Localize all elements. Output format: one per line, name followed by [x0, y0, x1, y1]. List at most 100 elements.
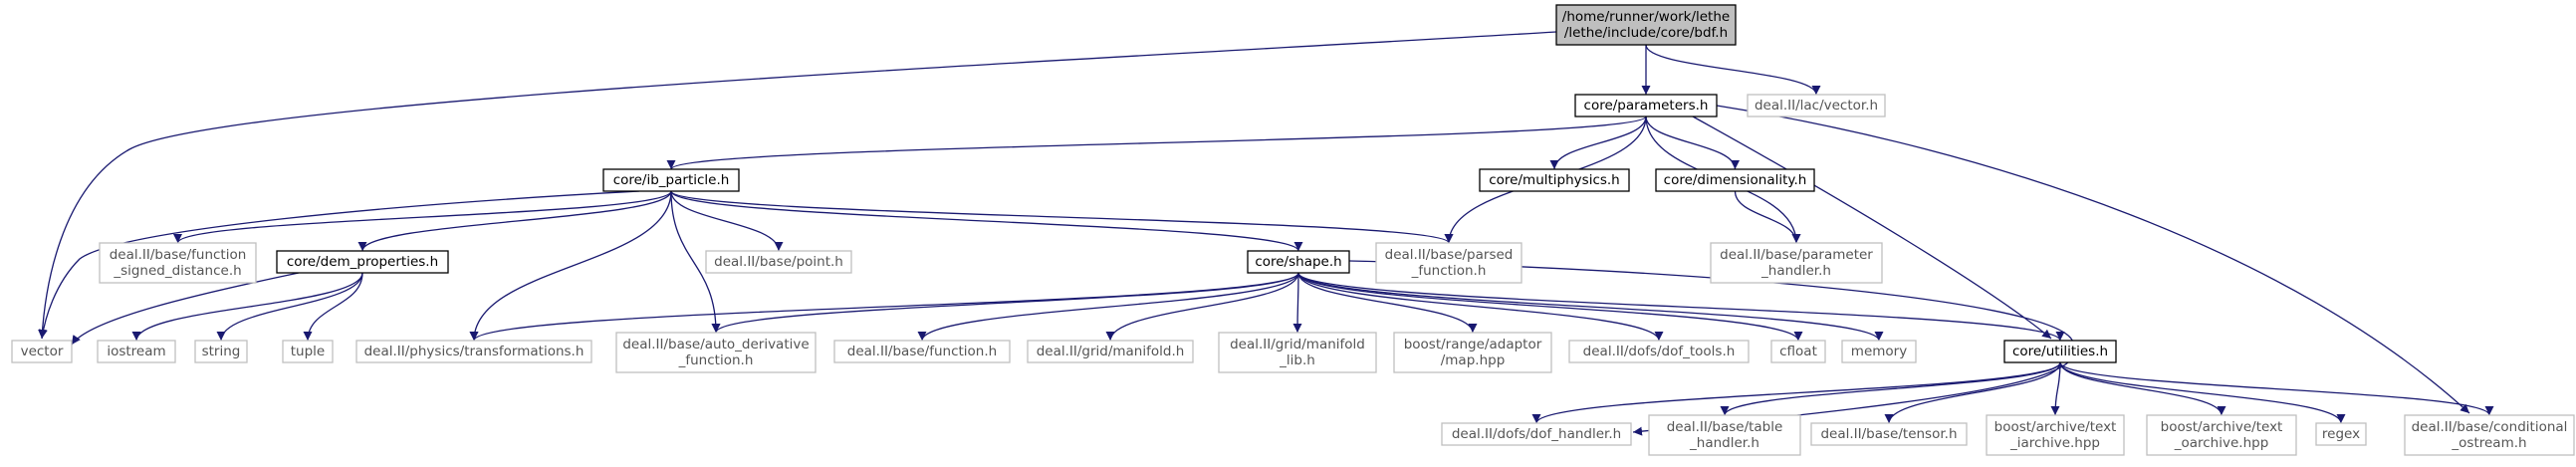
edge-ib_particle-to-func_sd [173, 190, 672, 244]
node-manifold: deal.II/grid/manifold.h [1027, 340, 1194, 363]
node-label: core/ib_particle.h [613, 172, 730, 188]
node-label: deal.II/base/parameter [1720, 247, 1873, 263]
node-box [1441, 422, 1632, 446]
node-box [602, 168, 740, 192]
edge-parameters-to-dimensionality [1645, 116, 1740, 170]
node-label: core/dimensionality.h [1664, 172, 1807, 188]
node-label: _handler.h [1760, 263, 1831, 279]
node-multiphysics[interactable]: core/multiphysics.h [1479, 168, 1630, 192]
node-label: regex [2322, 426, 2360, 442]
node-box [1747, 94, 1886, 117]
node-label: deal.II/physics/transformations.h [364, 344, 585, 359]
node-cfloat: cfloat [1770, 340, 1826, 363]
edge-ib_particle-to-dem_properties [357, 190, 672, 252]
node-box [194, 340, 248, 363]
node-dem-properties[interactable]: core/dem_properties.h [276, 250, 449, 274]
edge-utilities-to-tensor [1884, 361, 2061, 424]
node-tuple: tuple [282, 340, 334, 363]
edge-ib_particle-to-parsed_function [670, 190, 1454, 244]
node-dof-handler: deal.II/dofs/dof_handler.h [1441, 422, 1632, 446]
edge-ib_particle-to-shape [670, 190, 1303, 252]
edge-dem_properties-to-string [216, 272, 363, 342]
edge-utilities-to-cond_ostream [2059, 361, 2494, 416]
node-label: /home/runner/work/lethe [1562, 9, 1730, 25]
node-param-handler: deal.II/base/parameter_handler.h [1710, 242, 1883, 284]
node-box [2003, 340, 2117, 363]
node-label: boost/archive/text [1994, 419, 2117, 435]
edge-utilities-to-dof_handler [1531, 361, 2061, 424]
node-label: core/shape.h [1255, 254, 1341, 270]
node-box [1393, 332, 1552, 373]
node-label: core/dem_properties.h [287, 254, 438, 270]
node-label: deal.II/base/parsed [1385, 247, 1514, 263]
node-box [282, 340, 334, 363]
node-function: deal.II/base/function.h [833, 340, 1011, 363]
edge-shape-to-manifold [1105, 272, 1299, 342]
node-label: deal.II/grid/manifold [1230, 337, 1365, 352]
node-label: _handler.h [1689, 435, 1759, 451]
node-label: deal.II/lac/vector.h [1755, 98, 1878, 114]
header-nodes: /home/runner/work/lethe/lethe/include/co… [11, 4, 2575, 456]
node-transformations: deal.II/physics/transformations.h [355, 340, 592, 363]
node-label: core/utilities.h [2012, 344, 2108, 359]
edge-shape-to-dof_tools [1297, 272, 1664, 342]
edge-utilities-to-regex [2059, 361, 2346, 424]
edge-shape-to-manifold_lib [1292, 272, 1302, 334]
node-label: deal.II/base/function [110, 247, 247, 263]
node-label: iostream [107, 344, 165, 359]
node-iostream: iostream [97, 340, 176, 363]
node-box [1770, 340, 1826, 363]
node-box [97, 340, 176, 363]
node-utilities[interactable]: core/utilities.h [2003, 340, 2117, 363]
edge-ib_particle-to-auto_deriv [670, 190, 721, 334]
node-manifold-lib: deal.II/grid/manifold_lib.h [1218, 332, 1377, 373]
node-boost-map: boost/range/adaptor/map.hpp [1393, 332, 1552, 373]
node-parameters[interactable]: core/parameters.h [1574, 94, 1718, 117]
node-label: memory [1851, 344, 1907, 359]
node-label: deal.II/dofs/dof_handler.h [1452, 426, 1621, 442]
node-table-handler: deal.II/base/table_handler.h [1648, 414, 1801, 456]
node-label: _function.h [678, 352, 754, 368]
edge-root-to-lac_vector [1645, 44, 1821, 96]
node-label: _signed_distance.h [113, 263, 241, 279]
edge-parameters-to-ib_particle [666, 116, 1647, 170]
edge-dem_properties-to-vector [71, 272, 300, 346]
edge-utilities-to-text_oarchive [2059, 361, 2226, 416]
node-box [1218, 332, 1377, 373]
node-box [2315, 422, 2367, 446]
edge-dem_properties-to-iostream [131, 272, 363, 342]
node-label: deal.II/base/tensor.h [1820, 426, 1957, 442]
node-regex: regex [2315, 422, 2367, 446]
node-box [2146, 414, 2297, 456]
edge-root-to-vector [38, 31, 1557, 340]
node-box [1810, 422, 1968, 446]
node-box [1710, 242, 1883, 284]
edge-parameters-to-utilities [1692, 116, 2052, 340]
node-tensor: deal.II/base/tensor.h [1810, 422, 1968, 446]
node-label: _ostream.h [2451, 435, 2526, 451]
node-label: deal.II/base/auto_derivative [622, 337, 809, 352]
node-box [615, 332, 817, 373]
node-root[interactable]: /home/runner/work/lethe/lethe/include/co… [1555, 4, 1737, 46]
edge-parameters-to-multiphysics [1549, 116, 1647, 170]
node-box [1375, 242, 1522, 284]
node-box [1247, 250, 1350, 274]
node-text-oarchive: boost/archive/text_oarchive.hpp [2146, 414, 2297, 456]
node-box [1655, 168, 1815, 192]
node-ib-particle[interactable]: core/ib_particle.h [602, 168, 740, 192]
edge-parameters-to-cond_ostream [1716, 105, 2470, 414]
node-box [355, 340, 592, 363]
node-label: core/parameters.h [1584, 98, 1709, 114]
edge-shape-to-cfloat [1297, 272, 1803, 342]
node-cond-ostream: deal.II/base/conditional_ostream.h [2404, 414, 2575, 456]
node-box [1841, 340, 1917, 363]
node-label: deal.II/base/function.h [847, 344, 997, 359]
node-shape[interactable]: core/shape.h [1247, 250, 1350, 274]
node-label: _iarchive.hpp [2009, 435, 2100, 451]
node-box [1027, 340, 1194, 363]
edge-ib_particle-to-vector [38, 190, 640, 340]
node-label: deal.II/base/point.h [714, 254, 843, 270]
node-dimensionality[interactable]: core/dimensionality.h [1655, 168, 1815, 192]
node-label: cfloat [1779, 344, 1817, 359]
